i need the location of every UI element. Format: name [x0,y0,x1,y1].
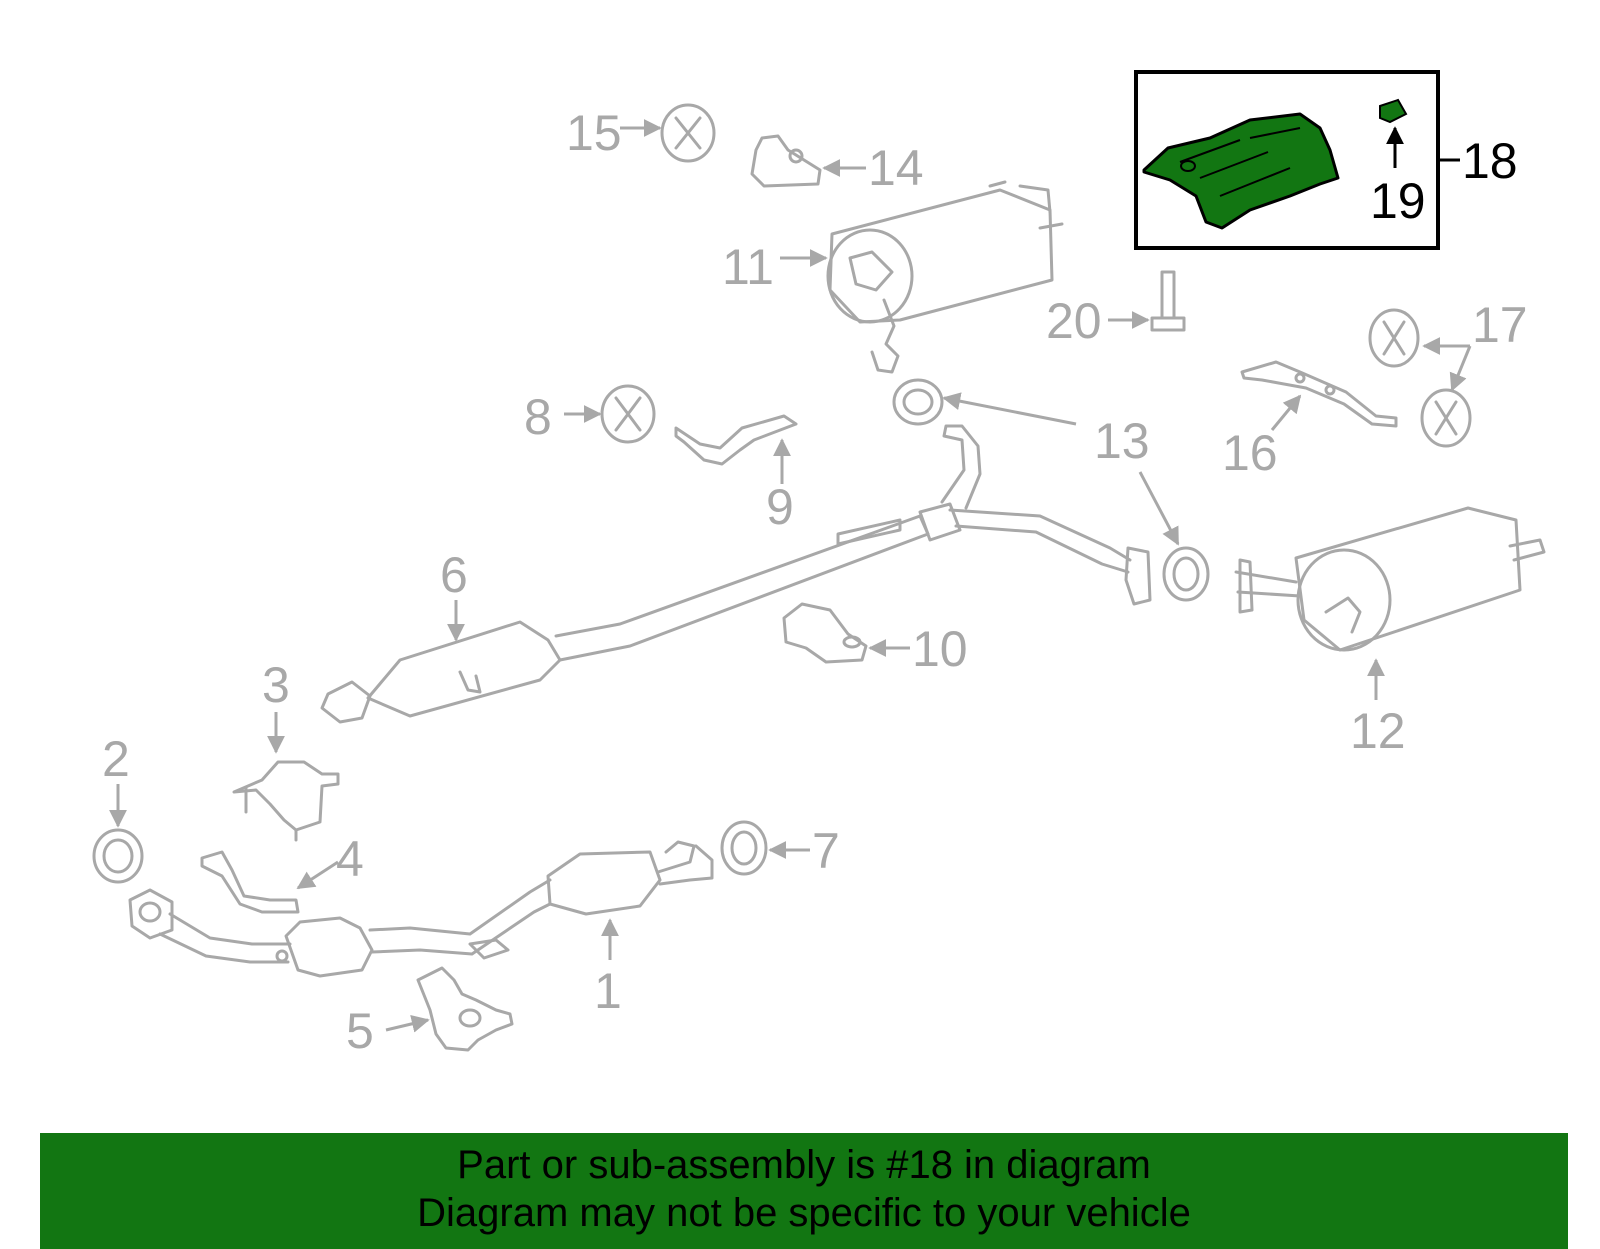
part-8-hanger[interactable] [600,384,656,444]
part-13-gaskets[interactable] [892,378,1210,602]
part-6-center-pipe[interactable] [320,424,1152,724]
label-4: 4 [336,831,364,887]
banner-line-2: Diagram may not be specific to your vehi… [417,1191,1191,1235]
label-9: 9 [766,479,794,535]
label-3: 3 [262,657,290,713]
part-18-inset[interactable] [1134,70,1460,250]
part-5-bracket[interactable] [416,966,514,1052]
part-17-hangers[interactable] [1368,308,1472,448]
part-20-bolt[interactable] [1150,270,1186,332]
label-19: 19 [1370,173,1426,229]
part-4-bracket[interactable] [200,850,300,914]
label-14: 14 [868,140,924,196]
part-7-gasket[interactable] [720,820,768,876]
part-11-muffler[interactable] [826,180,1064,374]
label-12: 12 [1350,703,1406,759]
part-10-insulator[interactable] [782,602,868,664]
label-16: 16 [1222,425,1278,481]
label-11: 11 [722,239,774,295]
label-17: 17 [1472,297,1528,353]
label-20: 20 [1046,293,1102,349]
info-banner: Part or sub-assembly is #18 in diagram D… [40,1133,1568,1249]
label-2: 2 [102,731,130,787]
label-15: 15 [566,105,622,161]
part-16-bracket[interactable] [1240,360,1398,428]
part-1-front-pipe[interactable] [128,840,714,978]
label-8: 8 [524,389,552,445]
part-19-nut[interactable] [1379,98,1408,124]
part-15-hanger[interactable] [660,103,716,163]
part-2-gasket[interactable] [92,828,144,884]
heat-shield-part-18[interactable] [1142,112,1340,230]
label-5: 5 [346,1003,374,1059]
label-18: 18 [1462,133,1518,189]
label-1: 1 [594,963,622,1019]
part-14-bracket[interactable] [750,134,822,188]
label-13: 13 [1094,413,1150,469]
part-12-rear-muffler[interactable] [1234,506,1546,652]
label-10: 10 [912,621,968,677]
label-6: 6 [440,547,468,603]
part-9-bracket[interactable] [674,414,798,466]
label-7: 7 [812,823,840,879]
banner-line-1: Part or sub-assembly is #18 in diagram [457,1143,1151,1187]
part-3-bracket[interactable] [232,760,340,842]
